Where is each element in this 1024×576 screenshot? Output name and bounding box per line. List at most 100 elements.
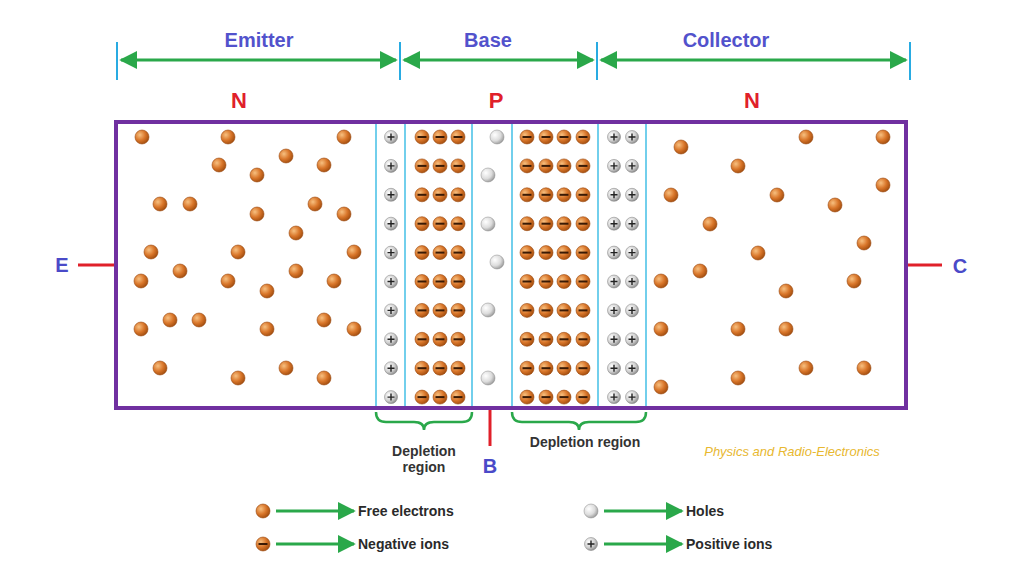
- plus-sign: [388, 307, 395, 314]
- negative-ion: [433, 188, 447, 202]
- negative-ion: [433, 390, 447, 404]
- negative-ion: [415, 159, 429, 173]
- legend-text: Free electrons: [358, 503, 454, 519]
- legend-sample: [254, 532, 358, 556]
- positive-ion: [626, 333, 639, 346]
- positive-ion: [608, 391, 621, 404]
- plus-sign: [611, 134, 618, 141]
- plus-sign: [611, 307, 618, 314]
- negative-ion: [415, 303, 429, 317]
- negative-ion: [520, 275, 534, 289]
- free-electron: [703, 217, 717, 231]
- negative-ion: [576, 130, 590, 144]
- positive-ion: [626, 188, 639, 201]
- negative-ion: [451, 217, 465, 231]
- negative-ion: [557, 390, 571, 404]
- negative-ion: [433, 246, 447, 260]
- negative-ion: [415, 217, 429, 231]
- minus-sign: [436, 396, 445, 398]
- minus-sign: [454, 396, 463, 398]
- plus-sign: [629, 365, 636, 372]
- plus-sign: [629, 134, 636, 141]
- minus-sign: [542, 194, 551, 196]
- free-electron: [134, 322, 148, 336]
- minus-sign: [436, 136, 445, 138]
- free-electron: [337, 130, 351, 144]
- depletion-boundaries: [376, 122, 646, 408]
- minus-sign: [560, 281, 569, 283]
- free-electron: [134, 274, 148, 288]
- free-electron: [779, 284, 793, 298]
- free-electron: [163, 313, 177, 327]
- negative-ion: [539, 159, 553, 173]
- positive-ion: [608, 217, 621, 230]
- free-electron: [183, 197, 197, 211]
- free-electron: [779, 322, 793, 336]
- positive-ion: [385, 131, 398, 144]
- positive-ion: [626, 159, 639, 172]
- plus-sign: [388, 220, 395, 227]
- positive-ion: [626, 391, 639, 404]
- free-electron: [347, 322, 361, 336]
- negative-ion: [576, 275, 590, 289]
- free-electron: [799, 361, 813, 375]
- minus-sign: [579, 165, 588, 167]
- minus-sign: [523, 367, 532, 369]
- legend-text: Holes: [686, 503, 724, 519]
- negative-ion: [557, 159, 571, 173]
- region-heading: Emitter: [225, 29, 294, 52]
- plus-sign: [388, 191, 395, 198]
- free-electron: [828, 198, 842, 212]
- negative-ion: [433, 217, 447, 231]
- transistor-body: NPN: [114, 120, 908, 410]
- negative-ion: [576, 246, 590, 260]
- negative-ion: [557, 217, 571, 231]
- positive-ion: [385, 159, 398, 172]
- negative-ion: [539, 303, 553, 317]
- watermark: Physics and Radio-Electronics: [704, 445, 880, 460]
- minus-sign: [523, 396, 532, 398]
- negative-ion: [557, 275, 571, 289]
- free-electron: [317, 371, 331, 385]
- free-electron: [135, 130, 149, 144]
- minus-sign: [436, 281, 445, 283]
- minus-sign: [436, 309, 445, 311]
- negative-ion: [576, 390, 590, 404]
- hole: [481, 371, 495, 385]
- positive-ion: [626, 304, 639, 317]
- positive-ion: [608, 246, 621, 259]
- free-electron: [153, 197, 167, 211]
- negative-ion: [539, 217, 553, 231]
- free-electron: [347, 245, 361, 259]
- terminal-label: C: [953, 255, 967, 278]
- hole: [584, 504, 598, 518]
- region-heading: Base: [464, 29, 512, 52]
- free-electron: [153, 361, 167, 375]
- minus-sign: [560, 396, 569, 398]
- negative-ion: [557, 361, 571, 375]
- negative-ion: [557, 303, 571, 317]
- minus-sign: [579, 136, 588, 138]
- minus-sign: [579, 252, 588, 254]
- minus-sign: [523, 281, 532, 283]
- legend-text: Positive ions: [686, 536, 772, 552]
- negative-ion: [451, 303, 465, 317]
- positive-ion: [626, 131, 639, 144]
- legend-text: Negative ions: [358, 536, 449, 552]
- minus-sign: [560, 194, 569, 196]
- minus-sign: [560, 309, 569, 311]
- hole: [481, 217, 495, 231]
- plus-sign: [388, 249, 395, 256]
- plus-sign: [629, 220, 636, 227]
- free-electron: [731, 371, 745, 385]
- minus-sign: [454, 338, 463, 340]
- positive-ion: [385, 362, 398, 375]
- negative-ion: [557, 130, 571, 144]
- minus-sign: [579, 309, 588, 311]
- negative-ion: [433, 130, 447, 144]
- depletion-brackets: [376, 412, 646, 430]
- legend-arrow: [276, 510, 354, 513]
- negative-ion: [539, 361, 553, 375]
- plus-sign: [611, 365, 618, 372]
